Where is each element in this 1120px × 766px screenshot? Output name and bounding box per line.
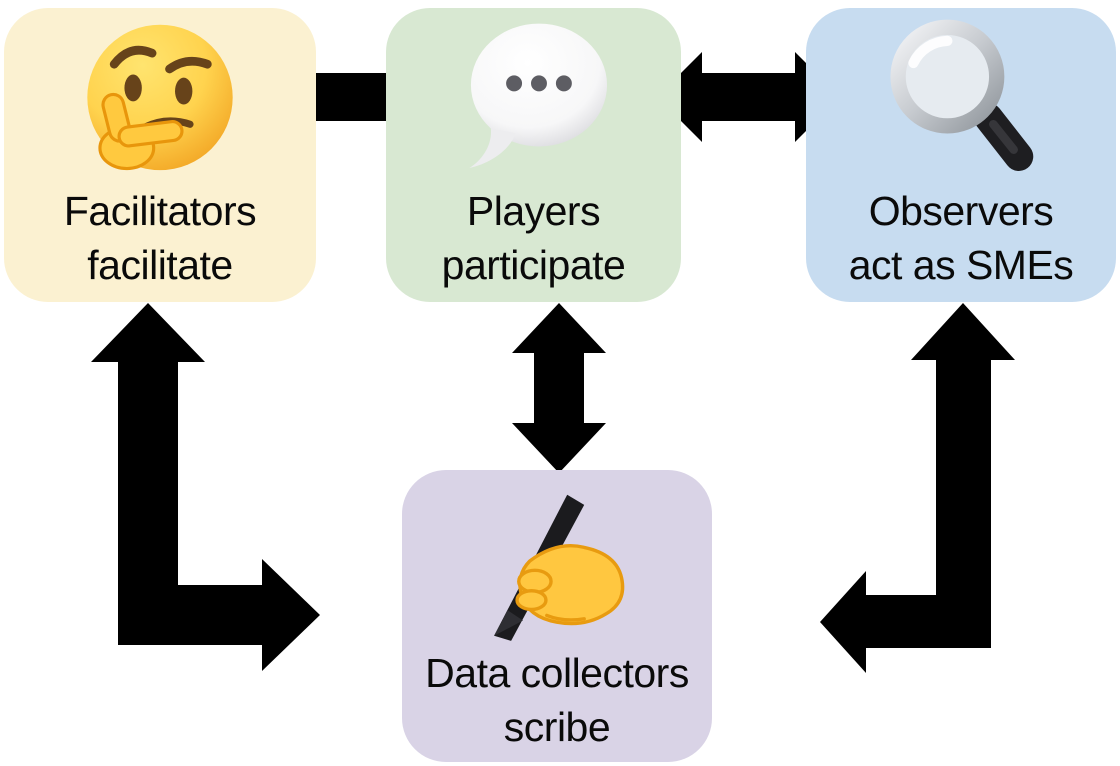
node-label: Observers act as SMEs [849,184,1074,302]
arrow-observers-datacollectors [820,303,1015,673]
node-label: Facilitators facilitate [63,184,257,302]
label-line: scribe [503,704,611,750]
writing-hand-icon [494,494,625,641]
label-line: act as SMEs [848,242,1074,288]
node-label: Players participate [442,184,626,302]
label-line: Players [466,188,601,234]
thinking-face-icon [87,24,233,171]
node-data-collectors: Data collectors scribe [402,470,712,762]
speech-balloon-icon [468,23,607,169]
node-observers: Observers act as SMEs [806,8,1116,302]
arrow-players-observers [657,52,840,142]
label-line: Observers [868,188,1054,234]
magnifying-glass-icon [890,19,1034,171]
arrow-players-datacollectors [512,303,606,473]
node-facilitators: Facilitators facilitate [4,8,316,302]
arrow-facilitators-datacollectors [91,303,320,671]
label-line: Facilitators [63,188,257,234]
label-line: facilitate [87,242,233,288]
node-label: Data collectors scribe [425,646,689,764]
label-line: Data collectors [425,650,689,696]
node-players: Players participate [386,8,681,302]
label-line: participate [441,242,626,288]
